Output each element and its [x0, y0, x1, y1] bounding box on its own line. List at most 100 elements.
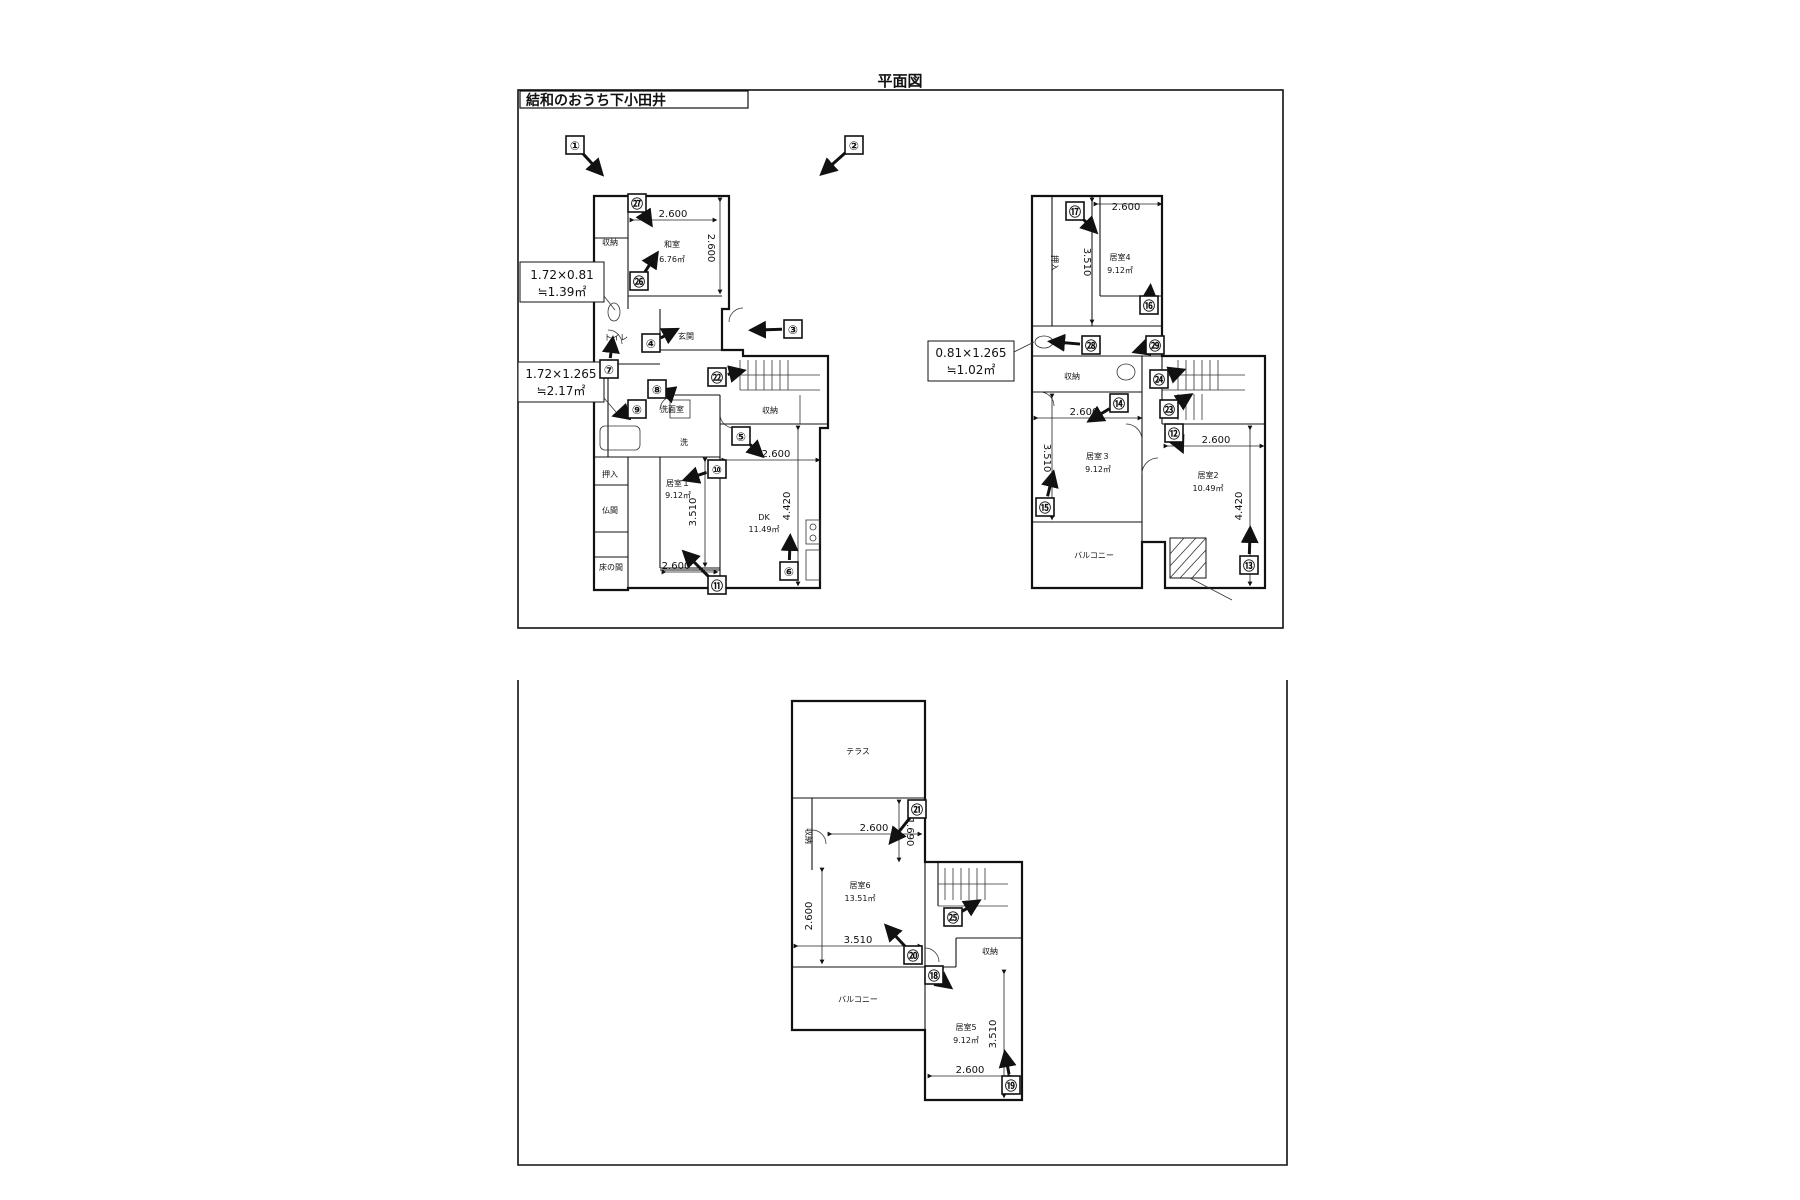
photo-marker: ②	[819, 135, 864, 176]
photo-marker-number: ③	[788, 323, 798, 337]
dim-room3-depth: 3.510	[1041, 444, 1052, 473]
photo-marker: ⑧	[647, 379, 678, 404]
photo-direction-arrow-icon	[727, 365, 747, 383]
label-storage-stair: 収納	[762, 405, 778, 415]
label-washer: 洗	[680, 437, 688, 447]
label-butsuma: 仏間	[602, 506, 618, 515]
photo-marker-box	[565, 135, 585, 155]
photo-marker-box	[907, 799, 927, 819]
dim-room5-depth: 3.510	[988, 1020, 999, 1049]
photo-marker-number: ㉖	[633, 274, 645, 289]
photo-marker-number: ⑤	[736, 430, 746, 444]
label-room6-area: 13.51㎡	[845, 894, 876, 903]
photo-marker: ⑨	[611, 399, 647, 421]
dim-room2-width: 2.600	[1202, 435, 1231, 446]
photo-marker-number: ⑰	[1069, 204, 1081, 219]
photo-direction-arrow-icon	[1047, 333, 1081, 352]
dim-room6-depth-b: 2.600	[804, 902, 815, 931]
bottom-frame	[517, 680, 1288, 1166]
label-room6: 居室6	[849, 880, 870, 890]
top-frame	[517, 89, 1284, 629]
photo-marker: ㉖	[629, 250, 659, 291]
photo-marker: ㉓	[1159, 393, 1194, 419]
label-room1-area: 9.12㎡	[665, 491, 691, 500]
photo-marker-number: ⑥	[784, 565, 794, 579]
dim-ja-width: 2.600	[659, 209, 688, 220]
photo-marker-box	[844, 135, 864, 155]
photo-marker: ⑦	[599, 335, 620, 379]
photo-marker-number: ㉔	[1153, 372, 1165, 387]
label-closet-2f: 押入	[1050, 255, 1060, 271]
photo-marker-box	[1139, 295, 1159, 315]
label-washroom: 洗面室	[660, 404, 684, 414]
photo-marker-number: ㉕	[947, 910, 959, 925]
photo-marker-number: ⑲	[1005, 1078, 1017, 1093]
photo-marker-box	[1001, 1075, 1021, 1095]
label-room4: 居室4	[1109, 252, 1130, 262]
photo-marker-box	[1081, 335, 1101, 355]
photo-marker-number: ⑩	[712, 463, 722, 477]
label-foyer: 玄関	[678, 331, 694, 341]
photo-marker-box	[627, 193, 647, 213]
label-room5-area: 9.12㎡	[953, 1036, 979, 1045]
photo-marker-box	[1109, 393, 1129, 413]
photo-marker-number: ④	[646, 337, 656, 351]
photo-marker-box	[943, 907, 963, 927]
photo-direction-arrow-icon	[819, 151, 847, 176]
photo-direction-arrow-icon	[1240, 525, 1259, 555]
photo-marker-box	[1164, 423, 1184, 443]
label-storage-1f: 収納	[602, 237, 618, 247]
photo-direction-arrow-icon	[748, 320, 783, 339]
label-storage-3f: 収納	[804, 828, 814, 844]
photo-marker-number: ⑧	[652, 383, 662, 397]
photo-marker-box	[1065, 201, 1085, 221]
label-dk-area: 11.49㎡	[749, 525, 780, 534]
photo-marker-box	[707, 367, 727, 387]
photo-marker-number: ⑨	[632, 403, 642, 417]
toilet-area-note-2f-line1: 0.81×1.265	[935, 346, 1006, 360]
photo-marker-number: ⑮	[1039, 500, 1051, 515]
photo-marker-number: ㉙	[1149, 338, 1161, 353]
label-balcony-3f: バルコニー	[838, 995, 878, 1004]
toilet-area-note-2f-line2: ≒1.02㎡	[947, 363, 996, 377]
photo-marker-box	[903, 945, 923, 965]
photo-marker-box	[924, 965, 944, 985]
photo-direction-arrow-icon	[641, 250, 659, 273]
label-storage-3f-b: 収納	[982, 946, 998, 956]
third-floor-plan: テラス 収納 居室6 13.51㎡ 収納 バルコニー 居室5 9.12㎡ 2.6…	[790, 699, 1024, 1102]
photo-direction-arrow-icon	[635, 207, 653, 228]
photo-direction-arrow-icon	[961, 899, 982, 917]
photo-marker-number: ⑬	[1243, 558, 1255, 573]
photo-direction-arrow-icon	[888, 816, 912, 846]
photo-marker-number: ⑪	[711, 578, 723, 593]
photo-marker-box	[1035, 497, 1055, 517]
first-floor-plan: 収納 和室 6.76㎡ 玄関 トイレ 洗面室 洗 収納 押入 仏間 床の間 居室…	[517, 194, 830, 592]
photo-marker-box	[647, 379, 667, 399]
photo-marker: ⑫	[1164, 423, 1185, 455]
dim-dk-width: 2.600	[762, 449, 791, 460]
photo-direction-arrow-icon	[883, 923, 907, 948]
photo-marker-box	[731, 426, 751, 446]
label-balcony-2f: バルコニー	[1074, 551, 1114, 560]
photo-marker: ④	[641, 327, 680, 353]
photo-marker: ⑰	[1065, 201, 1099, 235]
photo-marker-number: ⑫	[1168, 426, 1180, 441]
dim-room6-width: 2.600	[860, 823, 889, 834]
photo-direction-arrow-icon	[581, 152, 605, 177]
dim-dk-depth: 4.420	[782, 492, 793, 521]
photo-marker-number: ㉘	[1085, 338, 1097, 353]
photo-direction-arrow-icon	[681, 549, 711, 579]
photo-direction-arrow-icon	[1168, 434, 1185, 455]
dim-room1-depth: 3.510	[688, 498, 699, 527]
photo-marker: ⑳	[883, 923, 923, 965]
photo-marker: ㉔	[1149, 366, 1187, 389]
photo-marker: ⑬	[1239, 525, 1259, 575]
dim-room3-width: 2.600	[1070, 407, 1099, 418]
label-japanese-area: 6.76㎡	[659, 255, 685, 264]
photo-marker: ⑲	[998, 1049, 1021, 1095]
photo-marker-box	[779, 561, 799, 581]
dim-room4-depth: 3.510	[1081, 248, 1092, 277]
photo-marker: ⑯	[1139, 283, 1159, 315]
photo-marker-box	[1239, 555, 1259, 575]
